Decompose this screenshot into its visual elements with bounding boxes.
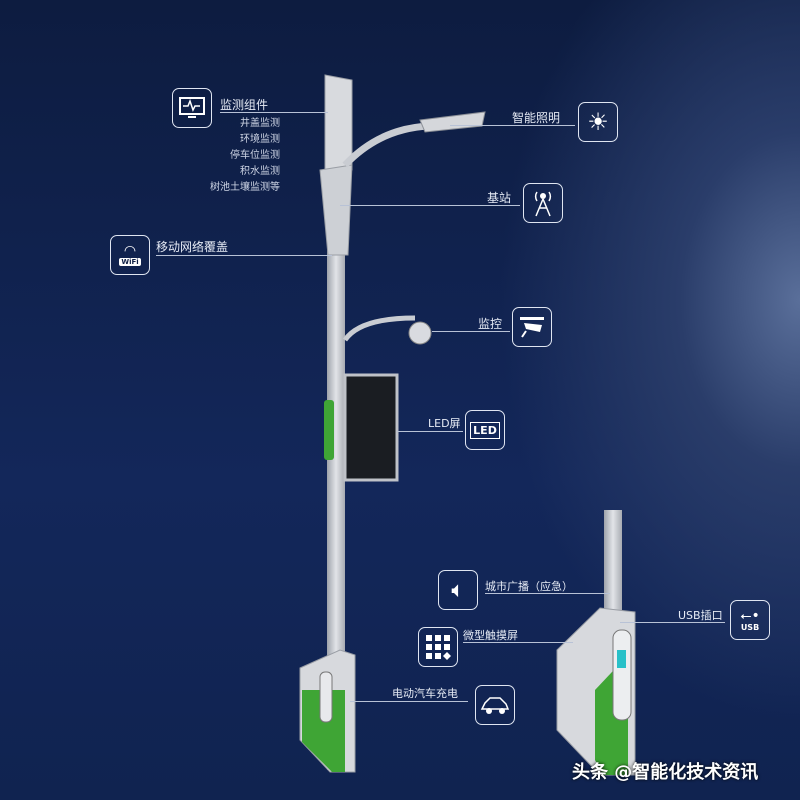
cctv-camera-icon bbox=[512, 307, 552, 347]
leader-line bbox=[220, 112, 328, 113]
label-usb-port: USB插口 bbox=[678, 609, 723, 622]
monitoring-item: 井盖监测 bbox=[240, 118, 280, 129]
label-base-station: 基站 bbox=[487, 191, 512, 205]
detail-pole bbox=[556, 510, 636, 776]
keypad-icon bbox=[418, 627, 458, 667]
label-broadcast: 城市广播（应急） bbox=[485, 580, 573, 593]
leader-line bbox=[340, 205, 520, 206]
leader-line bbox=[485, 593, 610, 594]
monitoring-item: 树池土壤监测等 bbox=[210, 182, 280, 193]
camera-dome bbox=[408, 321, 432, 345]
label-surveillance: 监控 bbox=[478, 317, 503, 331]
ev-car-icon bbox=[475, 685, 515, 725]
leader-line bbox=[432, 331, 510, 332]
label-ev-charging: 电动汽车充电 bbox=[392, 687, 458, 700]
monitoring-item: 停车位监测 bbox=[230, 150, 280, 161]
main-pole bbox=[299, 74, 486, 773]
label-monitoring: 监测组件 bbox=[220, 98, 269, 112]
street-lamp-head bbox=[419, 111, 486, 133]
usb-icon: ⭠•USB bbox=[730, 600, 770, 640]
monitor-pulse-icon bbox=[172, 88, 212, 128]
leader-line bbox=[450, 125, 575, 126]
leader-line bbox=[620, 622, 725, 623]
label-led-screen: LED屏 bbox=[428, 417, 461, 430]
leader-line bbox=[350, 701, 468, 702]
led-icon-text: LED bbox=[470, 421, 500, 439]
speaker-icon: 🔈︎ bbox=[438, 570, 478, 610]
wifi-badge: WiFi bbox=[119, 258, 141, 266]
sun-icon: ☀ bbox=[578, 102, 618, 142]
monitoring-item: 积水监测 bbox=[240, 166, 280, 177]
label-touch-screen: 微型触摸屏 bbox=[463, 629, 518, 642]
leader-line bbox=[463, 642, 573, 643]
wifi-icon: ◠WiFi bbox=[110, 235, 150, 275]
label-smart-lighting: 智能照明 bbox=[512, 111, 561, 125]
monitoring-items: 井盖监测 环境监测 停车位监测 积水监测 树池土壤监测等 bbox=[160, 116, 280, 196]
leader-line bbox=[397, 431, 463, 432]
led-icon: LED bbox=[465, 410, 505, 450]
led-screen-panel bbox=[343, 373, 399, 482]
label-mobile-network: 移动网络覆盖 bbox=[156, 240, 229, 254]
usb-icon-text: USB bbox=[740, 622, 760, 632]
monitoring-item: 环境监测 bbox=[240, 134, 280, 145]
antenna-tower-icon bbox=[523, 183, 563, 223]
watermark: 头条 @智能化技术资讯 bbox=[572, 762, 759, 783]
leader-line bbox=[156, 255, 332, 256]
